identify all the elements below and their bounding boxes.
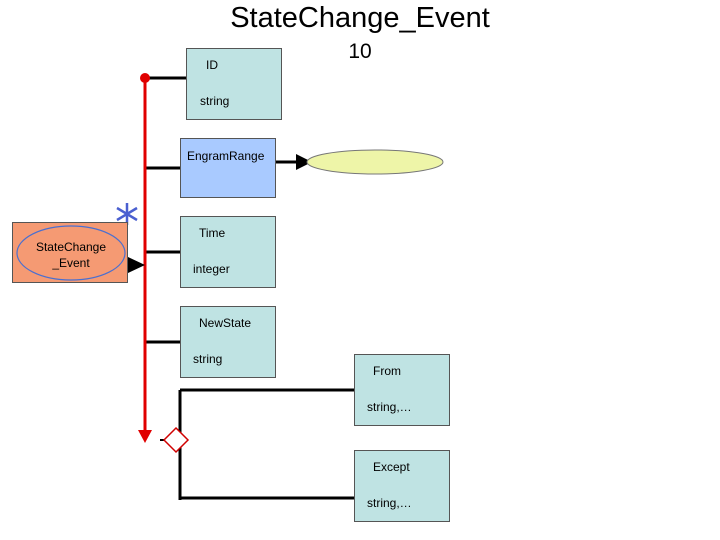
node-time-name: Time	[199, 226, 226, 240]
diagram-number: 10	[348, 40, 372, 63]
node-except-name: Except	[373, 460, 410, 474]
spine-end-arrow	[138, 430, 152, 443]
node-engram-range[interactable]: EngramRange	[180, 138, 276, 198]
multiplicity-icon	[116, 203, 138, 225]
node-from[interactable]: From string,…	[354, 354, 450, 426]
source-label-line2: _Event	[52, 256, 90, 270]
source-ellipse	[16, 225, 126, 281]
node-except-type: string,…	[367, 496, 412, 510]
node-newstate[interactable]: NewState string	[180, 306, 276, 378]
source-arrow-head	[128, 257, 145, 273]
engram-arrow-head	[296, 154, 312, 170]
node-time[interactable]: Time integer	[180, 216, 276, 288]
node-newstate-name: NewState	[199, 316, 252, 330]
node-newstate-type: string	[193, 352, 223, 366]
node-time-type: integer	[193, 262, 230, 276]
diagram-title: StateChange_Event	[230, 2, 490, 34]
node-from-type: string,…	[367, 400, 412, 414]
source-node[interactable]: StateChange _Event	[12, 222, 128, 283]
choice-diamond	[162, 426, 190, 454]
node-id-name: ID	[206, 58, 218, 72]
node-from-name: From	[373, 364, 401, 378]
node-id[interactable]: ID string	[186, 48, 282, 120]
source-label-line1: StateChange	[35, 240, 107, 254]
node-engram-name: EngramRange	[187, 149, 265, 163]
spine-start-dot	[140, 73, 150, 83]
engram-ellipse	[306, 149, 444, 175]
node-except[interactable]: Except string,…	[354, 450, 450, 522]
node-id-type: string	[200, 94, 230, 108]
